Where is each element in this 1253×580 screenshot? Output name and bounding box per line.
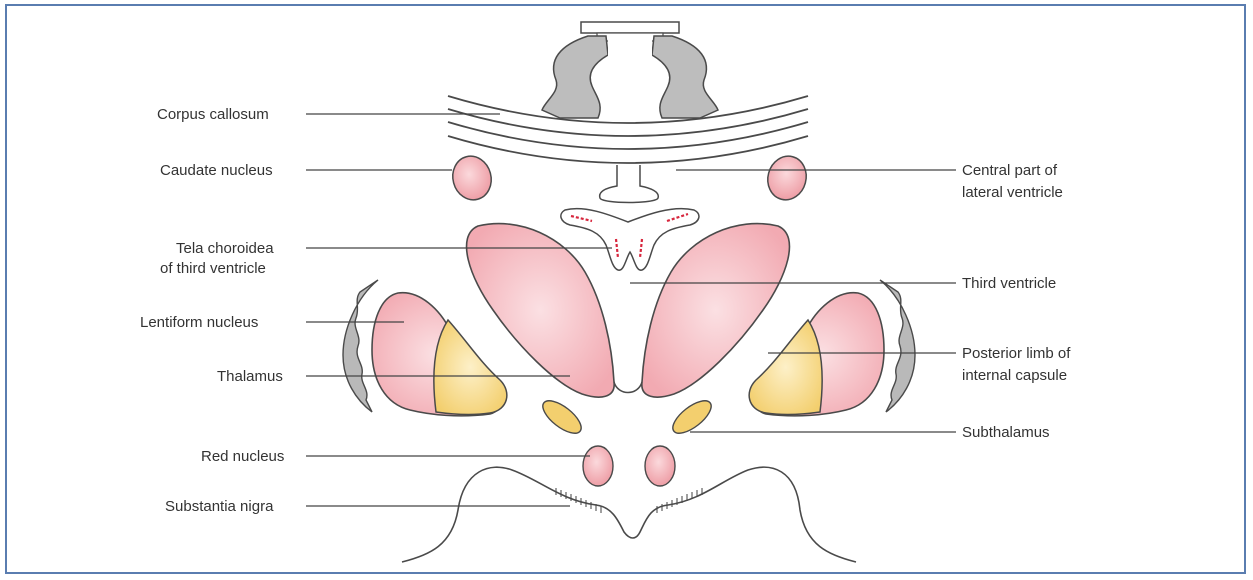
red-nucleus-left	[583, 446, 613, 486]
label-central-part-line1: Central part of	[962, 162, 1058, 179]
label-third-ventricle: Third ventricle	[962, 275, 1056, 292]
claustrum-right	[880, 280, 915, 412]
red-nucleus-right	[645, 446, 675, 486]
label-posterior-limb-line1: Posterior limb of	[962, 345, 1071, 362]
label-red-nucleus: Red nucleus	[201, 448, 284, 465]
label-posterior-limb-line2: internal capsule	[962, 367, 1067, 384]
label-subthalamus: Subthalamus	[962, 424, 1050, 441]
caudate-nucleus-right	[763, 152, 811, 204]
label-lentiform-nucleus: Lentiform nucleus	[140, 314, 258, 331]
label-corpus-callosum: Corpus callosum	[157, 106, 269, 123]
globus-pallidus-right	[749, 320, 822, 415]
substantia-nigra-right	[657, 488, 702, 513]
brainstem-outline	[402, 467, 856, 562]
corpus-callosum-shape	[448, 96, 808, 163]
label-caudate-nucleus: Caudate nucleus	[160, 162, 273, 179]
septum-structure	[542, 22, 718, 118]
label-tela-choroidea-line2: of third ventricle	[160, 260, 266, 277]
caudate-nucleus-left	[448, 152, 496, 204]
label-tela-choroidea-line1: Tela choroidea	[176, 240, 274, 257]
third-ventricle-shape	[614, 382, 642, 393]
label-central-part-line2: lateral ventricle	[962, 184, 1063, 201]
subthalamus-left	[538, 395, 587, 439]
globus-pallidus-left	[434, 320, 507, 415]
label-substantia-nigra: Substantia nigra	[165, 498, 274, 515]
label-thalamus: Thalamus	[217, 368, 283, 385]
fornix-shape	[600, 165, 659, 203]
